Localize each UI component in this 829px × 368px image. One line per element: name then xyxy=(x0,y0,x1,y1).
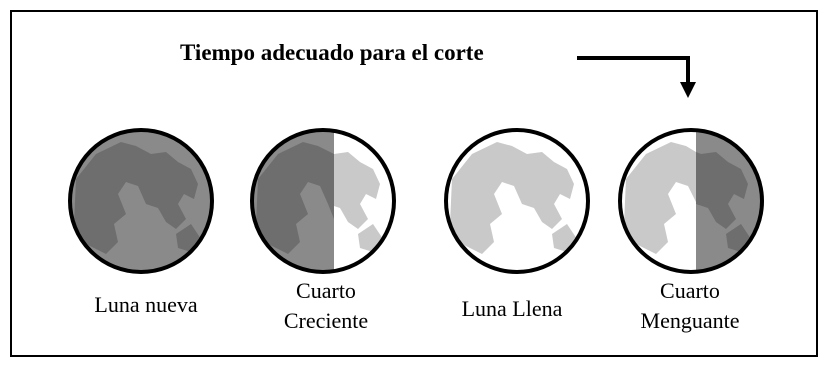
phase-label-full-moon: Luna Llena xyxy=(461,296,563,321)
phase-label-last-quarter: Cuarto Menguante xyxy=(640,278,740,333)
last-quarter-moon-icon xyxy=(618,128,764,274)
first-quarter-moon-icon xyxy=(250,128,396,274)
new-moon-icon xyxy=(68,128,214,274)
diagram-title: Tiempo adecuado para el corte xyxy=(180,40,484,65)
phase-label-first-quarter: Cuarto Creciente xyxy=(283,278,369,333)
phase-label-new-moon: Luna nueva xyxy=(94,292,198,317)
full-moon-icon xyxy=(444,128,590,274)
